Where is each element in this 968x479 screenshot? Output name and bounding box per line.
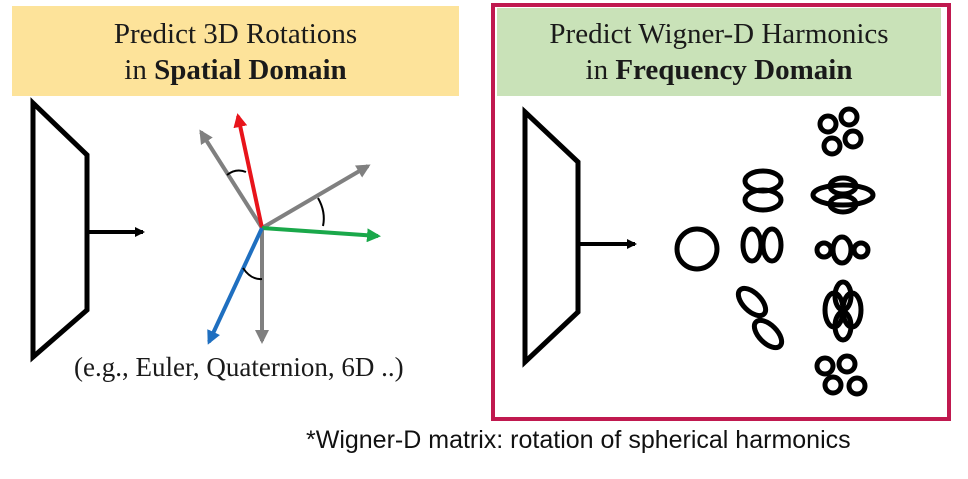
right-title-bold: Frequency Domain [615,54,853,86]
angle-arc-right [317,197,325,227]
left-encoder-shape [30,97,90,363]
rotation-axes [199,113,381,345]
rotation-representations-examples: (e.g., Euler, Quaternion, 6D ..) [74,352,404,382]
left-title-bold: Spatial Domain [154,54,347,86]
harmonic-l1-vertical [742,168,784,213]
angle-arc-bottom [242,267,263,281]
harmonic-l2-cross [822,279,864,343]
axis-gray-upper-right [260,164,371,230]
angle-arc-top [226,169,247,176]
axis-blue [207,227,264,345]
harmonic-l0 [674,226,720,272]
right-title-line2: in Frequency Domain [497,52,941,88]
right-panel-title: Predict Wigner-D Harmonics in Frequency … [497,8,941,96]
axis-green [261,226,381,243]
harmonic-l1-horizontal [740,226,784,264]
left-panel-title: Predict 3D Rotations in Spatial Domain [12,6,459,96]
left-title-line1: Predict 3D Rotations [113,18,358,50]
right-title-prefix: in [585,54,616,86]
left-title-prefix: in [124,54,155,86]
right-panel-frame [491,3,951,421]
axis-gray-upper-left [199,129,264,230]
right-title-line1: Predict Wigner-D Harmonics [549,18,889,50]
harmonic-l2-clover-bottom [814,353,868,397]
footnote: *Wigner-D matrix: rotation of spherical … [306,426,851,454]
harmonic-l2-clover-top [817,106,864,157]
axis-red [233,113,264,229]
spherical-harmonics [674,106,876,397]
right-encoder-shape [522,106,581,368]
harmonic-l2-ring [810,175,876,215]
harmonic-l2-dumbbell [814,234,871,266]
harmonic-l1-diagonal [735,285,785,351]
left-title-line2: in Spatial Domain [12,52,459,88]
